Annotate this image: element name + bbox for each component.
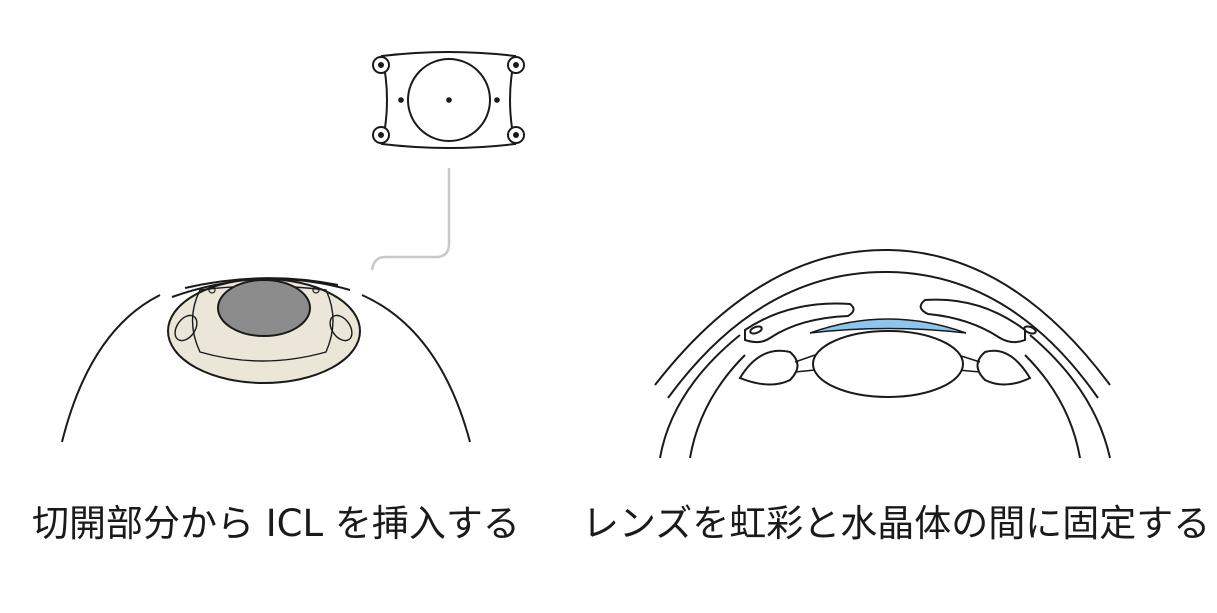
caption-fix-lens: レンズを虹彩と水晶体の間に固定する xyxy=(582,502,1211,545)
icl-lens-detail xyxy=(372,51,525,149)
eye-cross-section xyxy=(654,248,1111,459)
eyeball-outline-right xyxy=(361,294,471,443)
iris-left xyxy=(744,302,855,344)
eyeball-wall-left-outer xyxy=(659,334,741,459)
eyeball-wall-right-inner xyxy=(1024,354,1081,459)
pupil xyxy=(217,279,311,337)
cornea-outer xyxy=(654,248,1111,386)
ciliary-body-left xyxy=(738,349,799,386)
icl-optic xyxy=(407,58,491,142)
eyeball-outline-left xyxy=(61,294,161,443)
iris-right xyxy=(919,298,1026,344)
icl-haptic-left xyxy=(174,314,198,342)
icl-optic-center xyxy=(446,97,452,103)
icl-plate-outline xyxy=(380,51,517,149)
leader-line xyxy=(370,168,451,271)
caption-insert-icl: 切開部分から ICL を挿入する xyxy=(32,502,520,545)
eyeball-wall-right-outer xyxy=(1029,334,1111,459)
icl-side-hole-right xyxy=(494,97,500,103)
implanted-icl xyxy=(809,318,967,334)
icl-side-hole-left xyxy=(398,97,404,103)
eye-front-view xyxy=(61,277,471,443)
cornea-inner xyxy=(667,270,1099,399)
ciliary-body-right xyxy=(976,349,1032,386)
crystalline-lens xyxy=(812,330,964,398)
eyeball-wall-left-inner xyxy=(689,354,746,459)
icl-haptic-right xyxy=(329,314,353,342)
